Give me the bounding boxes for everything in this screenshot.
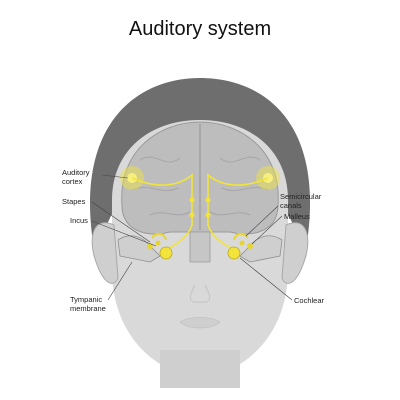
leader-lines	[91, 174, 293, 301]
right-pathway	[207, 173, 269, 251]
right-ear	[281, 222, 309, 284]
right-cochlea	[227, 246, 241, 260]
brain-folds-right	[209, 156, 269, 216]
nose	[189, 284, 211, 303]
diagram-title: Auditory system	[128, 18, 272, 40]
label-semicircular-canals: Semicircular canals	[280, 192, 322, 210]
label-malleus: Malleus	[284, 212, 310, 221]
label-cochlear: Cochlear	[294, 296, 325, 305]
left-inner-ear	[117, 232, 173, 263]
brainstem	[189, 231, 211, 263]
neck	[160, 350, 240, 388]
label-stapes: Stapes	[62, 197, 86, 206]
label-tympanic-membrane: Tympanic membrane	[70, 295, 106, 313]
left-cochlea	[159, 246, 173, 260]
label-auditory-cortex: Auditory cortex	[62, 168, 90, 186]
right-inner-ear	[227, 232, 283, 263]
label-incus: Incus	[70, 216, 88, 225]
left-pathway	[131, 173, 193, 251]
mouth	[179, 317, 221, 329]
brain-folds-left	[131, 156, 191, 216]
left-ear	[91, 222, 119, 284]
